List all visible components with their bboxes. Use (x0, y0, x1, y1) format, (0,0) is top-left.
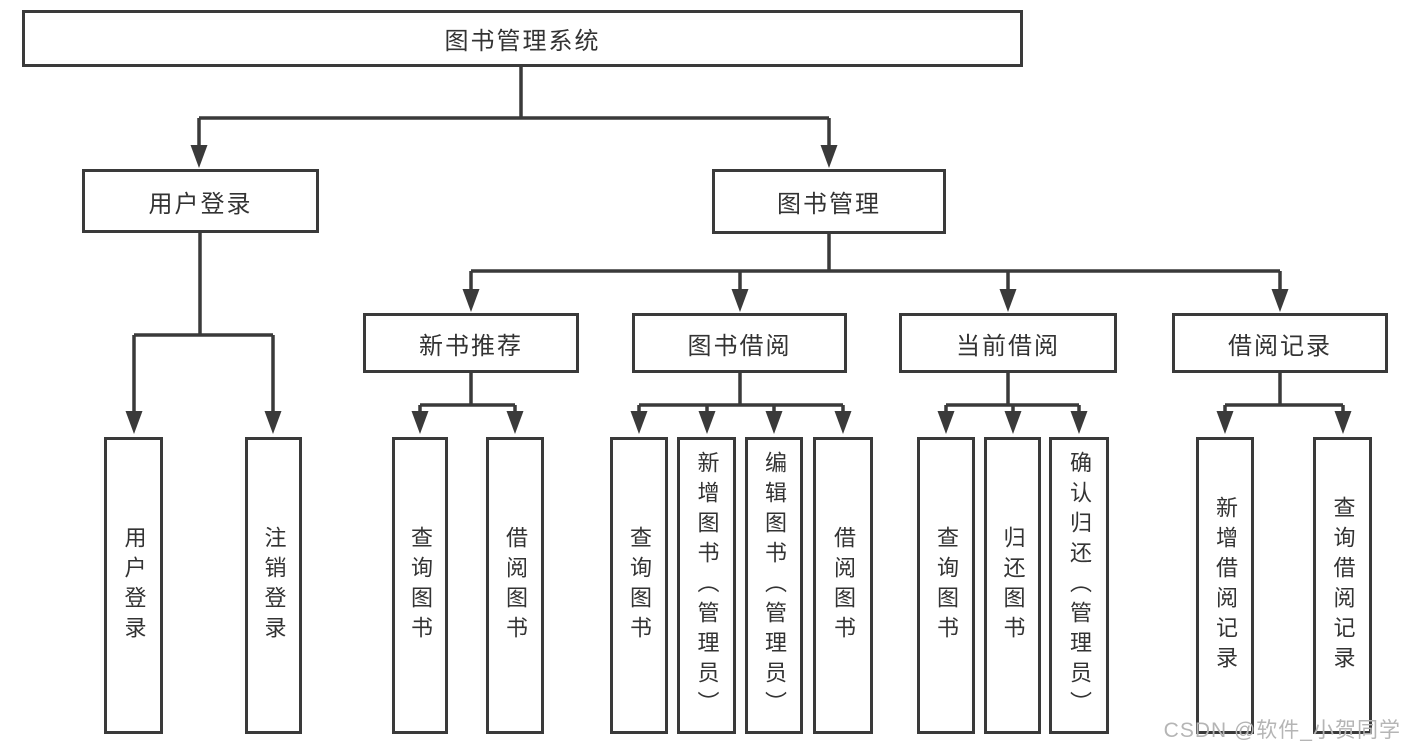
leaf-borrow-books-recommend: 借阅图书 (486, 437, 544, 734)
leaf-query-books-current: 查询图书 (917, 437, 975, 734)
node-book-management-branch: 图书管理 (712, 169, 946, 234)
leaf-user-login: 用户登录 (104, 437, 163, 734)
leaf-return-books: 归还图书 (984, 437, 1041, 734)
node-new-book-recommend: 新书推荐 (363, 313, 579, 373)
leaf-add-borrow-record: 新增借阅记录 (1196, 437, 1254, 734)
leaf-query-books-recommend: 查询图书 (392, 437, 448, 734)
watermark: CSDN @软件_小贺同学 (1163, 719, 1401, 742)
leaf-query-borrow-record: 查询借阅记录 (1313, 437, 1372, 734)
arrowhead-icons (125, 145, 1352, 434)
node-borrow-records: 借阅记录 (1172, 313, 1388, 373)
node-user-login-branch: 用户登录 (82, 169, 319, 233)
leaf-query-books-borrow: 查询图书 (610, 437, 668, 734)
leaf-edit-books-admin: 编辑图书（管理员） (745, 437, 803, 734)
leaf-borrow-books: 借阅图书 (813, 437, 873, 734)
node-current-borrow: 当前借阅 (899, 313, 1117, 373)
leaf-confirm-return-admin: 确认归还（管理员） (1049, 437, 1109, 734)
node-book-borrow: 图书借阅 (632, 313, 847, 373)
leaf-logout: 注销登录 (245, 437, 302, 734)
leaf-add-books-admin: 新增图书（管理员） (677, 437, 736, 734)
node-root-library-system: 图书管理系统 (22, 10, 1023, 67)
